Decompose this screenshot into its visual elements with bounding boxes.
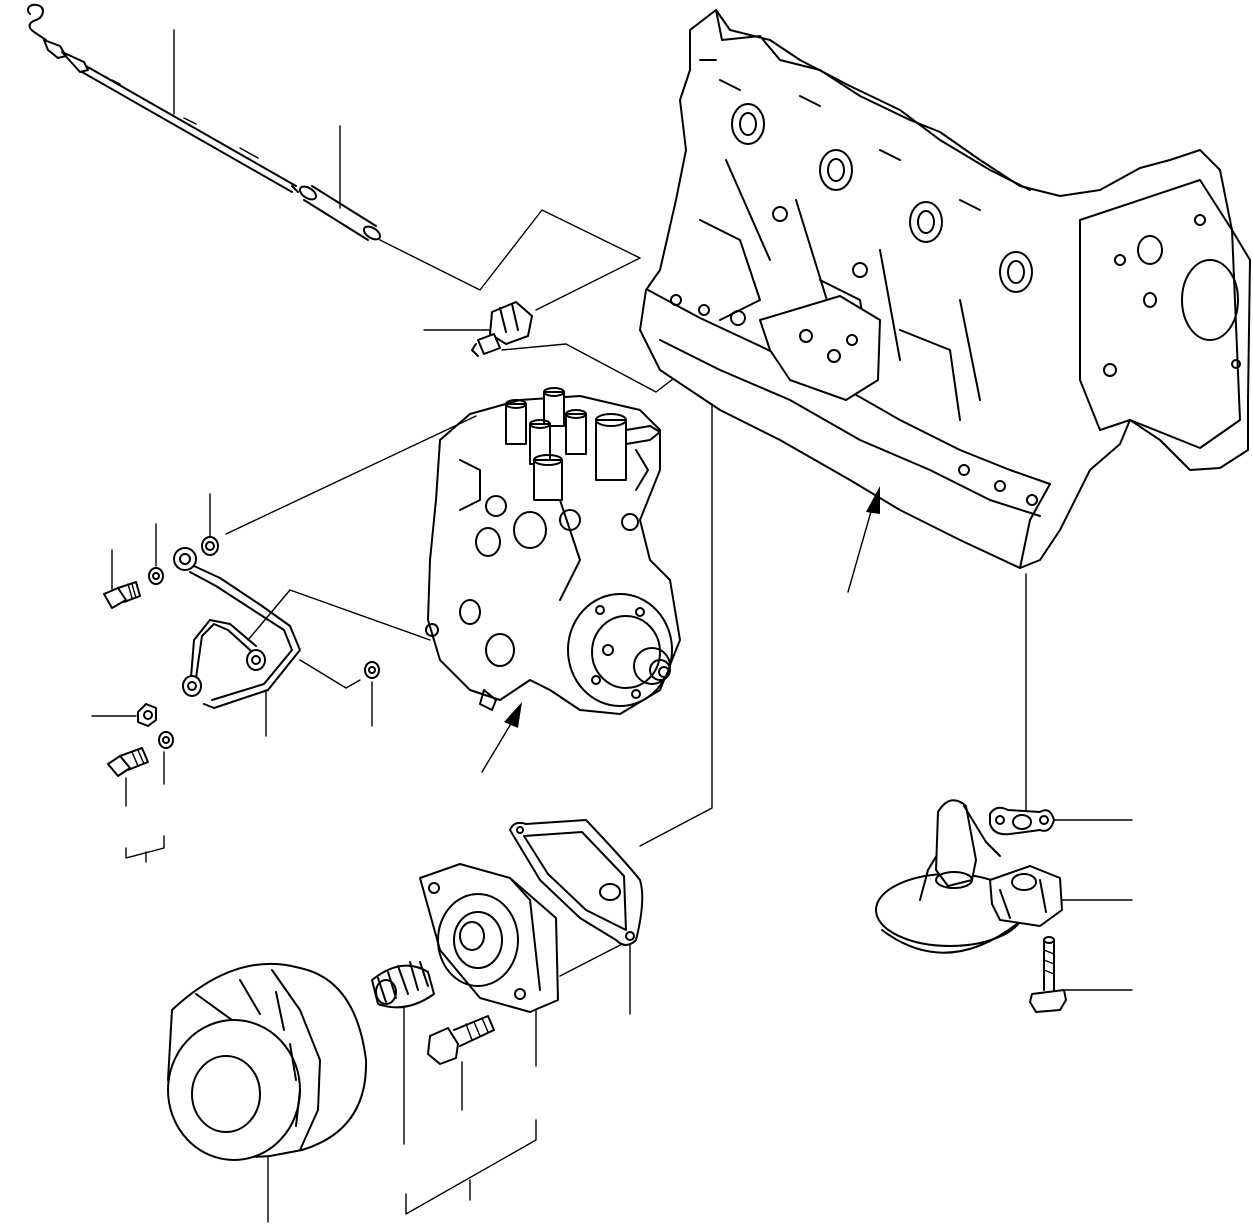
assembly-bracket [125, 835, 165, 859]
arrow-indicator [847, 486, 880, 593]
washer [158, 731, 174, 749]
stand-gasket [509, 819, 644, 946]
leader-line [639, 403, 713, 847]
filter-stand [419, 863, 559, 1013]
gauge-guide-tube [298, 185, 382, 241]
leader-line [225, 415, 477, 535]
flange-bolt [1029, 936, 1067, 1013]
banjo-bolt [107, 747, 149, 777]
lubrication-pipe [173, 547, 301, 709]
leader-line [535, 257, 641, 311]
arrow-indicator [481, 702, 522, 773]
leader-line [379, 209, 641, 291]
assembly-bracket [405, 1119, 537, 1215]
banjo-bolt [103, 581, 141, 609]
fuel-injection-pump [425, 387, 681, 715]
stand-bolt [427, 1015, 495, 1065]
washer [201, 536, 219, 556]
washer [148, 567, 164, 585]
relief-spring [371, 961, 435, 1009]
oil-strainer [875, 799, 1025, 954]
hex-nut [137, 703, 157, 727]
oil-filter-cartridge [167, 962, 368, 1161]
leader-line [299, 659, 361, 689]
leader-line [559, 939, 631, 977]
oil-pressure-switch [471, 301, 533, 357]
cylinder-block [639, 9, 1251, 569]
strainer-bracket [989, 865, 1063, 927]
strainer-gasket [989, 806, 1055, 836]
oil-level-gauge [26, 3, 299, 193]
leader-line [247, 589, 431, 641]
washer [364, 661, 380, 679]
